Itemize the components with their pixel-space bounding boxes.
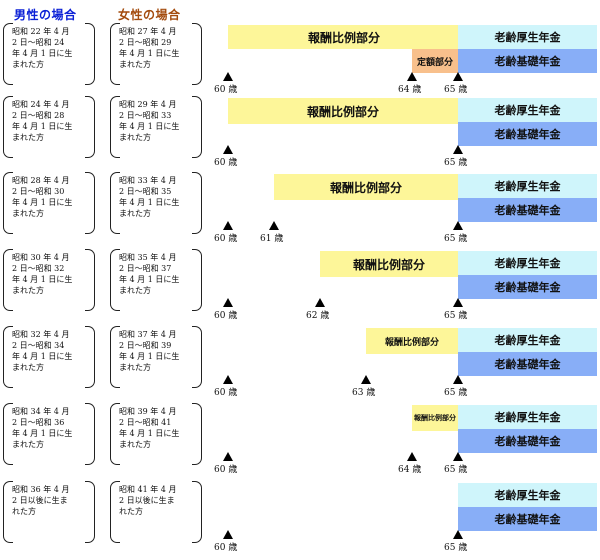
male-birth-range-text: 昭和 24 年 4 月 2 日～昭和 28 年 4 月 1 日に生 まれた方 [12, 100, 73, 142]
female-birth-range-text: 昭和 27 年 4 月 2 日～昭和 29 年 4 月 1 日に生 まれた方 [119, 27, 180, 69]
male-birth-range-text: 昭和 28 年 4 月 2 日～昭和 30 年 4 月 1 日に生 まれた方 [12, 176, 73, 218]
proportional-portion-bar: 報酬比例部分 [228, 25, 458, 49]
old-age-basic-pension-bar: 老齢基礎年金 [458, 352, 597, 376]
age-label: 63 歳 [352, 388, 376, 398]
male-birth-range: 昭和 36 年 4 月 2 日以後に生ま れた方 [3, 481, 95, 543]
age-label: 64 歳 [398, 465, 422, 475]
proportional-portion-bar: 報酬比例部分 [274, 174, 458, 200]
age-marker-triangle [453, 298, 463, 307]
age-label: 60 歳 [214, 543, 238, 553]
old-age-basic-pension-bar: 老齢基礎年金 [458, 275, 597, 299]
old-age-basic-pension-bar: 老齢基礎年金 [458, 507, 597, 531]
age-label: 64 歳 [398, 85, 422, 95]
fixed-portion-bar: 定額部分 [412, 49, 458, 73]
age-label: 60 歳 [214, 234, 238, 244]
male-birth-range: 昭和 32 年 4 月 2 日～昭和 34 年 4 月 1 日に生 まれた方 [3, 326, 95, 388]
age-marker-triangle [223, 72, 233, 81]
age-marker-triangle [223, 145, 233, 154]
male-birth-range: 昭和 30 年 4 月 2 日～昭和 32 年 4 月 1 日に生 まれた方 [3, 249, 95, 311]
age-label: 60 歳 [214, 388, 238, 398]
female-birth-range-text: 昭和 39 年 4 月 2 日～昭和 41 年 4 月 1 日に生 まれた方 [119, 407, 180, 449]
male-birth-range: 昭和 28 年 4 月 2 日～昭和 30 年 4 月 1 日に生 まれた方 [3, 172, 95, 234]
male-birth-range-text: 昭和 22 年 4 月 2 日～昭和 24 年 4 月 1 日に生 まれた方 [12, 27, 73, 69]
age-label: 60 歳 [214, 85, 238, 95]
male-header: 男性の場合 [14, 8, 77, 22]
female-birth-range: 昭和 33 年 4 月 2 日～昭和 35 年 4 月 1 日に生 まれた方 [110, 172, 202, 234]
age-marker-triangle [223, 221, 233, 230]
proportional-portion-bar: 報酬比例部分 [366, 328, 458, 354]
age-marker-triangle [223, 530, 233, 539]
old-age-basic-pension-bar: 老齢基礎年金 [458, 429, 597, 453]
age-label: 65 歳 [444, 311, 468, 321]
proportional-portion-bar: 報酬比例部分 [228, 98, 458, 124]
old-age-employees-pension-bar: 老齢厚生年金 [458, 251, 597, 275]
age-marker-triangle [453, 72, 463, 81]
age-marker-triangle [361, 375, 371, 384]
age-label: 61 歳 [260, 234, 284, 244]
female-birth-range-text: 昭和 37 年 4 月 2 日～昭和 39 年 4 月 1 日に生 まれた方 [119, 330, 180, 372]
female-birth-range-text: 昭和 41 年 4 月 2 日以後に生ま れた方 [119, 485, 177, 516]
age-label: 60 歳 [214, 158, 238, 168]
female-birth-range-text: 昭和 35 年 4 月 2 日～昭和 37 年 4 月 1 日に生 まれた方 [119, 253, 180, 295]
female-header: 女性の場合 [118, 8, 181, 22]
old-age-basic-pension-bar: 老齢基礎年金 [458, 49, 597, 73]
female-birth-range: 昭和 39 年 4 月 2 日～昭和 41 年 4 月 1 日に生 まれた方 [110, 403, 202, 465]
male-birth-range-text: 昭和 32 年 4 月 2 日～昭和 34 年 4 月 1 日に生 まれた方 [12, 330, 73, 372]
old-age-employees-pension-bar: 老齢厚生年金 [458, 25, 597, 49]
age-marker-triangle [453, 452, 463, 461]
proportional-portion-bar: 報酬比例部分 [320, 251, 458, 277]
female-birth-range: 昭和 35 年 4 月 2 日～昭和 37 年 4 月 1 日に生 まれた方 [110, 249, 202, 311]
female-birth-range: 昭和 27 年 4 月 2 日～昭和 29 年 4 月 1 日に生 まれた方 [110, 23, 202, 85]
age-label: 60 歳 [214, 465, 238, 475]
female-birth-range: 昭和 37 年 4 月 2 日～昭和 39 年 4 月 1 日に生 まれた方 [110, 326, 202, 388]
age-marker-triangle [407, 72, 417, 81]
proportional-portion-bar: 報酬比例部分 [412, 405, 458, 431]
female-birth-range-text: 昭和 33 年 4 月 2 日～昭和 35 年 4 月 1 日に生 まれた方 [119, 176, 180, 218]
old-age-employees-pension-bar: 老齢厚生年金 [458, 483, 597, 507]
male-birth-range: 昭和 24 年 4 月 2 日～昭和 28 年 4 月 1 日に生 まれた方 [3, 96, 95, 158]
female-birth-range: 昭和 41 年 4 月 2 日以後に生ま れた方 [110, 481, 202, 543]
age-marker-triangle [453, 375, 463, 384]
male-birth-range-text: 昭和 30 年 4 月 2 日～昭和 32 年 4 月 1 日に生 まれた方 [12, 253, 73, 295]
male-birth-range-text: 昭和 36 年 4 月 2 日以後に生ま れた方 [12, 485, 70, 516]
old-age-employees-pension-bar: 老齢厚生年金 [458, 98, 597, 122]
age-marker-triangle [453, 145, 463, 154]
old-age-basic-pension-bar: 老齢基礎年金 [458, 198, 597, 222]
age-marker-triangle [407, 452, 417, 461]
age-label: 65 歳 [444, 465, 468, 475]
age-label: 65 歳 [444, 234, 468, 244]
male-birth-range: 昭和 22 年 4 月 2 日～昭和 24 年 4 月 1 日に生 まれた方 [3, 23, 95, 85]
age-label: 65 歳 [444, 388, 468, 398]
male-birth-range-text: 昭和 34 年 4 月 2 日～昭和 36 年 4 月 1 日に生 まれた方 [12, 407, 73, 449]
age-marker-triangle [223, 375, 233, 384]
old-age-employees-pension-bar: 老齢厚生年金 [458, 328, 597, 352]
age-label: 62 歳 [306, 311, 330, 321]
age-label: 60 歳 [214, 311, 238, 321]
age-label: 65 歳 [444, 158, 468, 168]
age-marker-triangle [453, 221, 463, 230]
age-marker-triangle [223, 298, 233, 307]
age-marker-triangle [315, 298, 325, 307]
old-age-employees-pension-bar: 老齢厚生年金 [458, 174, 597, 198]
female-birth-range: 昭和 29 年 4 月 2 日～昭和 33 年 4 月 1 日に生 まれた方 [110, 96, 202, 158]
old-age-employees-pension-bar: 老齢厚生年金 [458, 405, 597, 429]
female-birth-range-text: 昭和 29 年 4 月 2 日～昭和 33 年 4 月 1 日に生 まれた方 [119, 100, 180, 142]
age-label: 65 歳 [444, 543, 468, 553]
age-marker-triangle [223, 452, 233, 461]
age-label: 65 歳 [444, 85, 468, 95]
male-birth-range: 昭和 34 年 4 月 2 日～昭和 36 年 4 月 1 日に生 まれた方 [3, 403, 95, 465]
old-age-basic-pension-bar: 老齢基礎年金 [458, 122, 597, 146]
age-marker-triangle [453, 530, 463, 539]
age-marker-triangle [269, 221, 279, 230]
